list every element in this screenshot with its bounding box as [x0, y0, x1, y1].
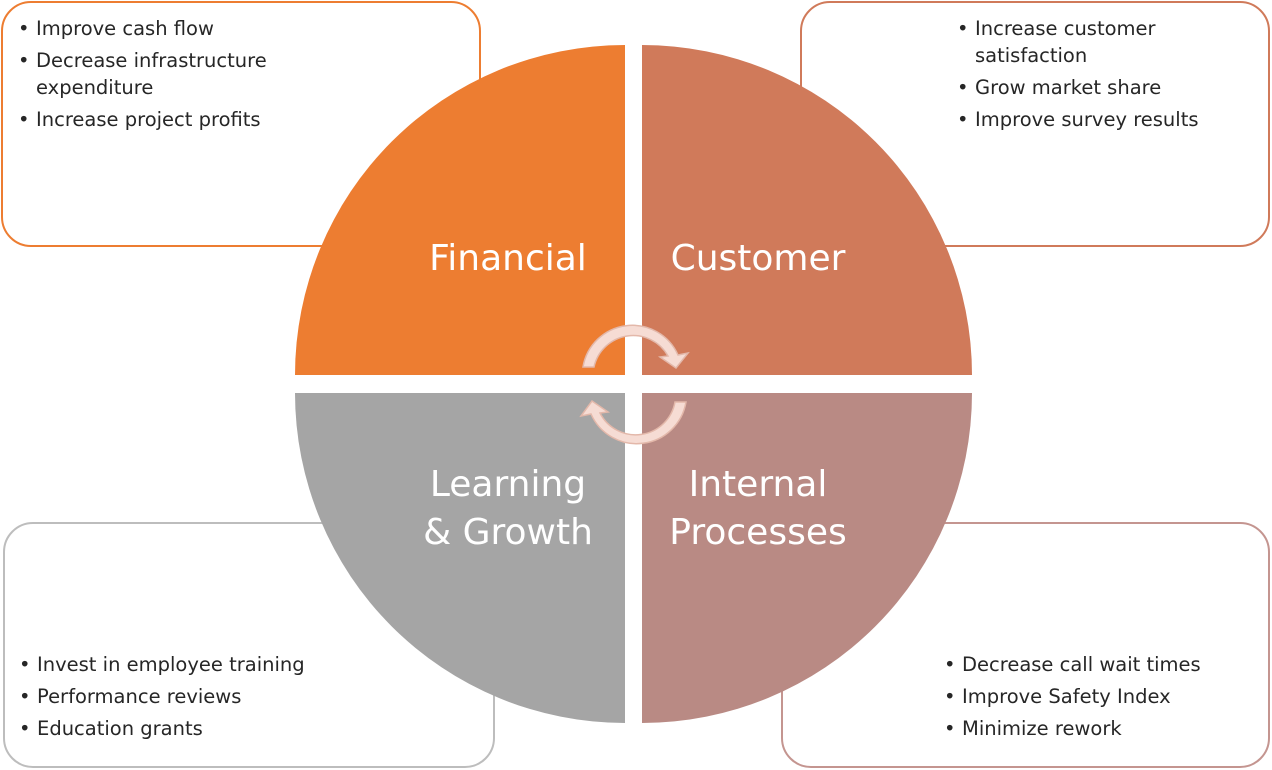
- list-item: Increase customer satisfaction: [957, 15, 1247, 69]
- list-item: Improve Safety Index: [944, 683, 1244, 710]
- learning-growth-title-line1: Learning: [429, 464, 587, 505]
- internal-processes-objectives-list: Decrease call wait times Improve Safety …: [944, 651, 1244, 747]
- customer-objectives-list: Increase customer satisfaction Grow mark…: [957, 15, 1247, 138]
- internal-processes-quadrant: [642, 393, 972, 723]
- customer-title: Customer: [670, 238, 846, 279]
- financial-quadrant: [295, 45, 625, 375]
- learning-growth-title-line2: & Growth: [423, 512, 593, 553]
- learning-growth-quadrant: [295, 393, 625, 723]
- list-item: Minimize rework: [944, 715, 1244, 742]
- learning-growth-objectives-list: Invest in employee training Performance …: [19, 651, 339, 747]
- list-item: Performance reviews: [19, 683, 339, 710]
- list-item: Grow market share: [957, 74, 1247, 101]
- list-item: Decrease infrastructure expenditure: [18, 47, 308, 101]
- circular-arrows-icon: [579, 324, 690, 445]
- internal-processes-title-line1: Internal: [688, 464, 828, 505]
- internal-processes-title-line2: Processes: [669, 512, 847, 553]
- financial-objectives-list: Improve cash flow Decrease infrastructur…: [18, 15, 308, 138]
- learning-growth-title: Learning & Growth: [388, 461, 628, 557]
- customer-quadrant: [642, 45, 972, 375]
- list-item: Invest in employee training: [19, 651, 339, 678]
- internal-processes-title: Internal Processes: [638, 461, 878, 557]
- list-item: Decrease call wait times: [944, 651, 1244, 678]
- financial-title: Financial: [429, 238, 587, 279]
- list-item: Education grants: [19, 715, 339, 742]
- list-item: Improve survey results: [957, 106, 1247, 133]
- list-item: Improve cash flow: [18, 15, 308, 42]
- list-item: Increase project profits: [18, 106, 308, 133]
